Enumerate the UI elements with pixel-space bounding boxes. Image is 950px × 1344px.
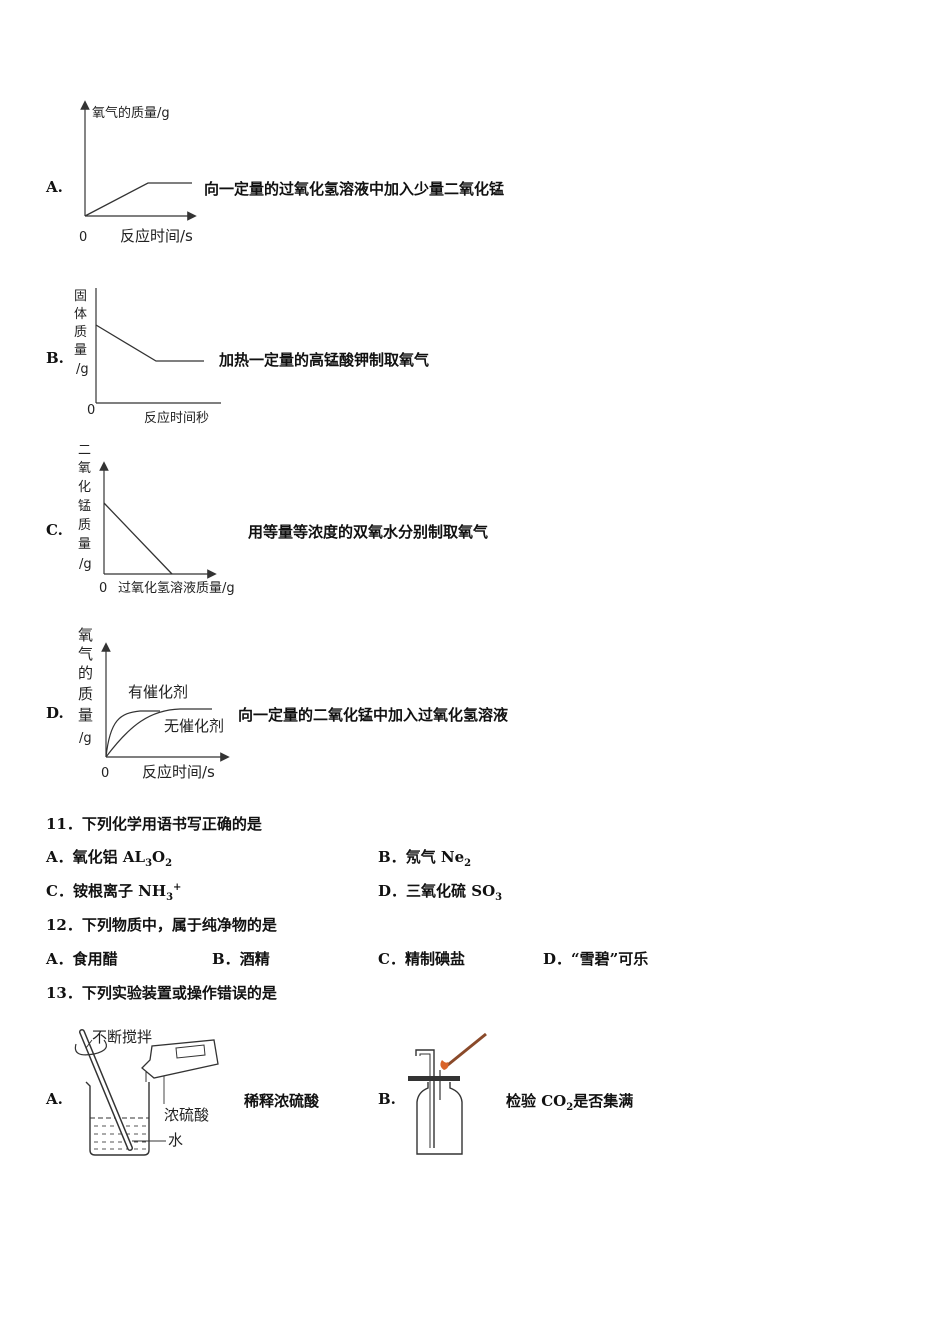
flame [440, 1060, 449, 1070]
origin-label: 0 [87, 403, 95, 418]
x-axis-label: 过氧化氢溶液质量/g [118, 581, 235, 596]
option-c-letter: C. [46, 521, 63, 539]
x-axis-label: 反应时间秒 [144, 410, 209, 426]
q11-option-d: D．三氧化硫 SO3 [378, 882, 503, 903]
option-d-letter: D. [46, 704, 64, 722]
origin-label: 0 [99, 581, 107, 596]
option-a-description: 向一定量的过氧化氢溶液中加入少量二氧化锰 [204, 180, 505, 198]
y-label-char: 体 [74, 307, 87, 322]
curve [95, 324, 204, 362]
inlet-tube-inner [419, 1053, 431, 1148]
origin-label: 0 [79, 230, 87, 245]
y-axis-label: 氧气的质量/g [92, 105, 170, 121]
curve-label-without-catalyst: 无催化剂 [164, 717, 224, 735]
y-label-char: 质 [78, 518, 91, 533]
y-label-char: 二 [78, 443, 91, 458]
stirring-arrow [74, 1039, 107, 1056]
question-12-stem: 12．下列物质中，属于纯净物的是 [46, 916, 277, 934]
option-b-description: 加热一定量的高锰酸钾制取氧气 [219, 351, 430, 369]
y-label-char: 质 [78, 685, 93, 703]
y-label-char: 氧 [78, 626, 93, 644]
question-13-stem: 13．下列实验装置或操作错误的是 [46, 984, 277, 1002]
x-axis-label: 反应时间/s [120, 227, 193, 245]
label-stirring: 不断搅拌 [92, 1028, 152, 1046]
curve [103, 502, 173, 575]
wooden-splint [443, 1032, 487, 1070]
y-label-unit: /g [79, 731, 92, 746]
chart-d: 氧 气 的 质 量 /g 0 反应时间/s 有催化剂 无催化剂 [78, 626, 230, 781]
y-label-unit: /g [79, 557, 92, 572]
option-b-letter: B. [46, 349, 64, 367]
question-11-stem: 11．下列化学用语书写正确的是 [46, 815, 262, 833]
q13-option-a-letter: A. [46, 1090, 63, 1108]
chart-c: 二 氧 化 锰 质 量 /g 0 过氧化氢溶液质量/g [78, 443, 235, 596]
q11-option-c: C．铵根离子 NH3+ [46, 882, 182, 903]
q11-option-b: B．氖气 Ne2 [378, 848, 472, 869]
y-label-char: 的 [78, 664, 93, 682]
y-label-char: 固 [74, 289, 87, 304]
y-label-char: 量 [78, 706, 93, 724]
label-conc-sulfuric-acid: 浓硫酸 [164, 1106, 209, 1124]
reagent-bottle [141, 1039, 219, 1079]
inlet-tube [415, 1049, 435, 1148]
y-label-char: 氧 [78, 461, 91, 476]
q13-option-b-description: 检验 CO2是否集满 [506, 1092, 634, 1113]
curve [84, 182, 192, 217]
curve-without-catalyst [105, 708, 212, 758]
origin-label: 0 [101, 766, 109, 781]
y-label-unit: /g [76, 362, 89, 377]
q12-option-a: A．食用醋 [46, 950, 118, 968]
gas-bottle [416, 1082, 463, 1155]
label-water: 水 [168, 1131, 183, 1149]
dilution-apparatus-diagram: 不断搅拌 浓硫酸 水 [74, 1028, 219, 1156]
chart-b: 固 体 质 量 /g 0 反应时间秒 [74, 288, 221, 426]
gas-bottle-diagram [408, 1032, 487, 1155]
option-c-description: 用等量等浓度的双氧水分别制取氧气 [248, 523, 489, 541]
bottle-label [175, 1044, 206, 1059]
glass-rod-inner [80, 1030, 132, 1150]
y-label-char: 量 [78, 537, 91, 552]
curve-with-catalyst [105, 710, 160, 758]
q12-option-b: B．酒精 [212, 950, 270, 968]
chart-a: 氧气的质量/g 0 反应时间/s [79, 100, 197, 245]
y-label-char: 锰 [78, 499, 91, 514]
x-axis-label: 反应时间/s [142, 763, 215, 781]
curve-label-with-catalyst: 有催化剂 [128, 683, 188, 701]
q12-option-c: C．精制碘盐 [378, 950, 465, 968]
y-label-char: 量 [74, 343, 87, 358]
label-pointer-stir [85, 1039, 93, 1049]
q13-option-b-letter: B. [378, 1090, 396, 1108]
y-label-char: 质 [74, 325, 87, 340]
option-a-letter: A. [46, 178, 63, 196]
q13-option-a-description: 稀释浓硫酸 [244, 1092, 320, 1110]
y-label-char: 气 [78, 645, 93, 663]
y-label-char: 化 [78, 480, 91, 495]
q12-option-d: D．“雪碧”可乐 [543, 950, 649, 968]
beaker [85, 1081, 150, 1156]
q11-option-a: A．氧化铝 AL3O2 [46, 848, 173, 869]
option-d-description: 向一定量的二氧化锰中加入过氧化氢溶液 [238, 706, 509, 724]
